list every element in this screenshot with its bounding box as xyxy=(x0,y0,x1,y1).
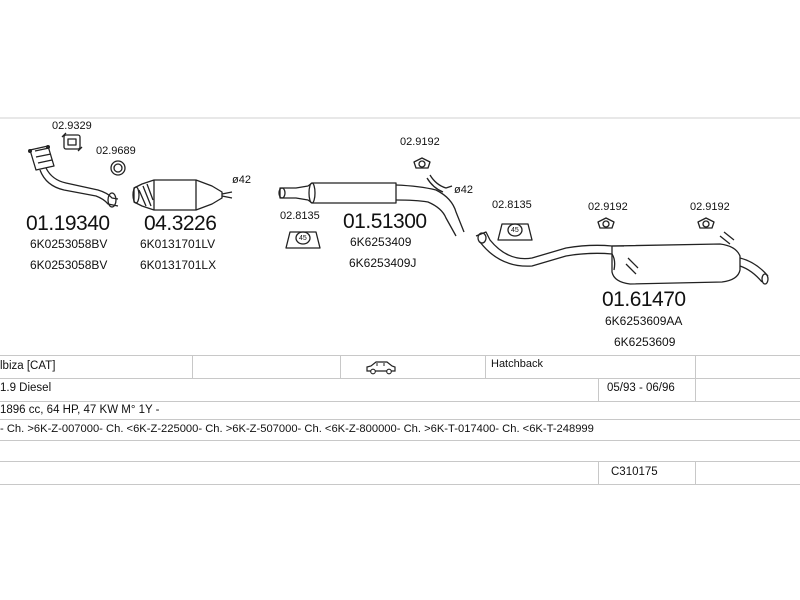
table-col-divider xyxy=(695,378,696,401)
clamp-part-c[interactable] xyxy=(413,157,431,169)
front-pipe-oem-2: 6K0253058BV xyxy=(30,258,108,272)
clamp-part-d[interactable] xyxy=(597,217,615,229)
clamp-e-code: 02.9192 xyxy=(690,201,730,213)
catalyst-part[interactable] xyxy=(132,179,233,211)
rear-silencer-code: 01.61470 xyxy=(602,288,686,311)
chassis-cell: - Ch. >6K-Z-007000- Ch. <6K-Z-225000- Ch… xyxy=(0,423,594,435)
middle-silencer-part[interactable] xyxy=(278,182,465,237)
catalyst-oem-1: 6K0131701LV xyxy=(140,237,216,251)
specs-cell: 1896 cc, 64 HP, 47 KW M° 1Y - xyxy=(0,404,160,416)
clamp-part-a[interactable] xyxy=(61,132,83,152)
table-col-divider xyxy=(598,378,599,401)
mount-b-badge: 45 xyxy=(511,227,519,234)
table-divider xyxy=(0,461,800,462)
table-divider xyxy=(0,484,800,485)
clamp-d-code: 02.9192 xyxy=(588,201,628,213)
engine-cell: 1.9 Diesel xyxy=(0,382,52,394)
front-pipe-oem-1: 6K0253058BV xyxy=(30,237,108,251)
model-cell: lbiza [CAT] xyxy=(0,360,56,372)
body-type-cell: Hatchback xyxy=(491,358,543,370)
rear-silencer-part[interactable] xyxy=(475,231,769,285)
front-pipe-code: 01.19340 xyxy=(26,212,110,235)
mount-part-a[interactable] xyxy=(285,231,321,249)
years-cell: 05/93 - 06/96 xyxy=(607,382,675,394)
clamp-c-code: 02.9192 xyxy=(400,136,440,148)
diameter-label-2: ø42 xyxy=(454,184,473,196)
clamp-part-e[interactable] xyxy=(697,217,715,229)
front-pipe-part[interactable] xyxy=(29,145,119,208)
middle-silencer-code: 01.51300 xyxy=(343,210,427,233)
ring-part-b[interactable] xyxy=(110,160,126,176)
table-divider xyxy=(0,355,800,356)
clamp-a-code: 02.9329 xyxy=(52,120,92,132)
middle-silencer-oem-2: 6K6253409J xyxy=(349,256,417,270)
table-divider xyxy=(0,419,800,420)
hanger-part-c[interactable] xyxy=(426,174,453,193)
reference-cell: C310175 xyxy=(611,466,658,478)
catalyst-oem-2: 6K0131701LX xyxy=(140,258,217,272)
mount-a-code: 02.8135 xyxy=(280,210,320,222)
catalyst-code: 04.3226 xyxy=(144,212,217,235)
rear-silencer-oem-1: 6K6253609AA xyxy=(605,314,683,328)
table-col-divider xyxy=(695,461,696,484)
diameter-label-1: ø42 xyxy=(232,174,251,186)
table-col-divider xyxy=(598,461,599,484)
rear-silencer-oem-2: 6K6253609 xyxy=(614,335,676,349)
mount-a-badge: 45 xyxy=(299,235,307,242)
mount-b-code: 02.8135 xyxy=(492,199,532,211)
table-divider xyxy=(0,378,800,379)
clamp-b-code: 02.9689 xyxy=(96,145,136,157)
exhaust-system-diagram xyxy=(0,117,800,285)
mount-part-b[interactable] xyxy=(497,223,533,241)
middle-silencer-oem-1: 6K6253409 xyxy=(350,235,412,249)
table-col-divider xyxy=(192,355,193,378)
table-divider xyxy=(0,440,800,441)
table-col-divider xyxy=(340,355,341,378)
table-divider xyxy=(0,401,800,402)
table-col-divider xyxy=(695,355,696,378)
hatchback-car-icon xyxy=(366,361,396,375)
table-col-divider xyxy=(485,355,486,378)
